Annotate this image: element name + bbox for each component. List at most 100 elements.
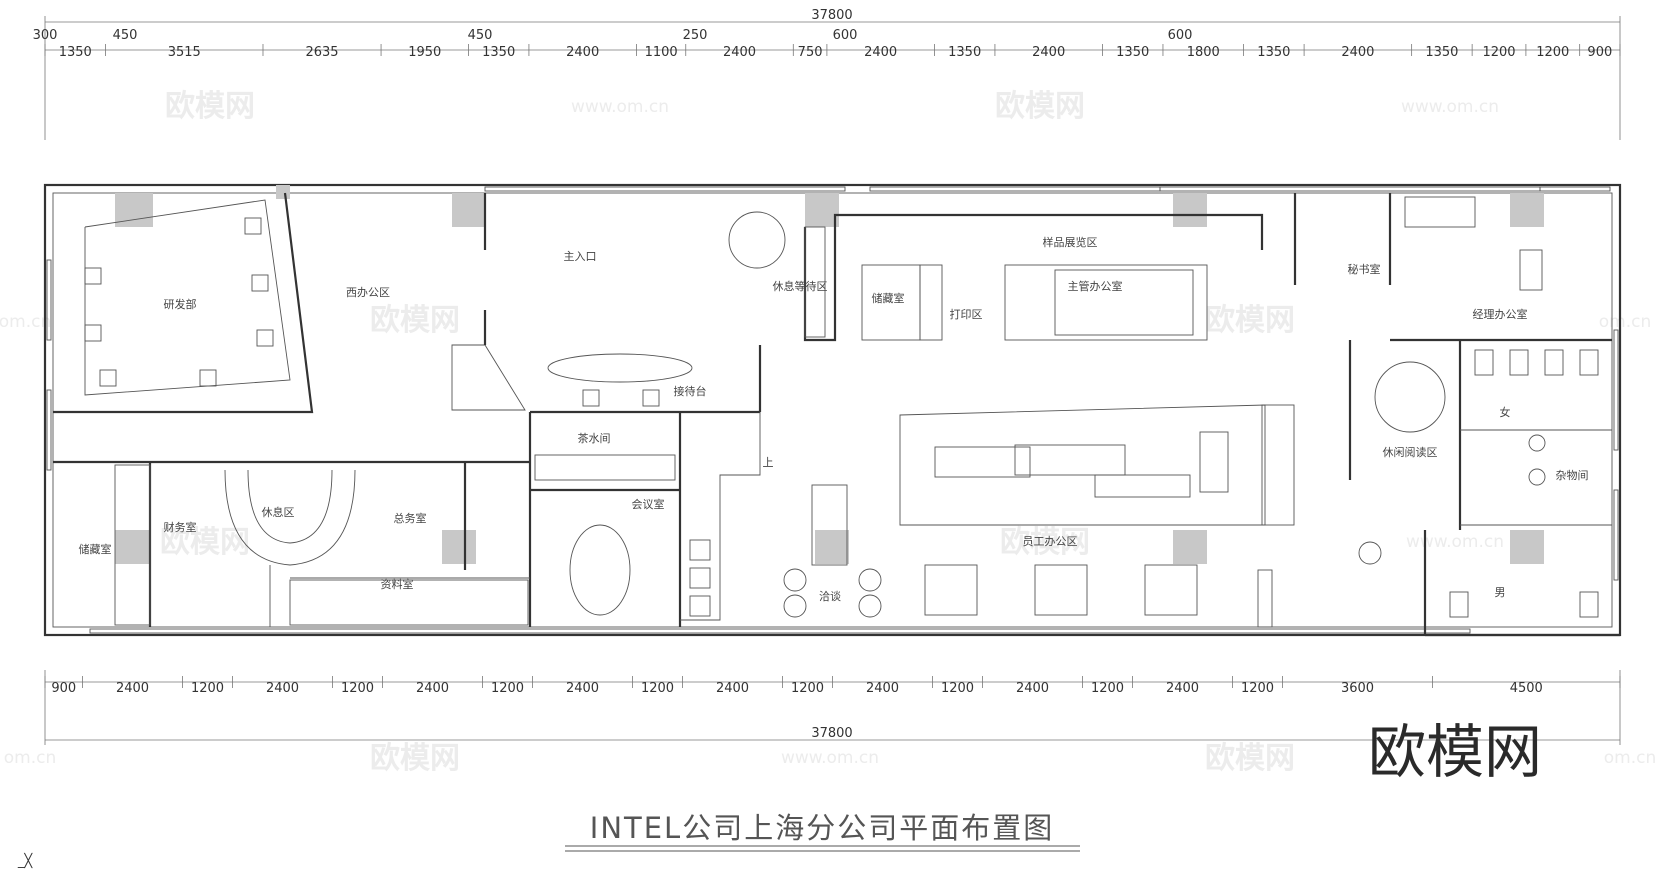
top-upper-dim-label: 250 xyxy=(683,28,708,43)
top-upper-dim-label: 450 xyxy=(468,28,493,43)
bottom-dim-label: 900 xyxy=(51,681,76,696)
top-dim-label: 2635 xyxy=(305,45,338,60)
room-label-entrance: 主入口 xyxy=(564,250,597,263)
watermark-6: 欧模网 xyxy=(1000,525,1090,560)
bottom-dim-label: 1200 xyxy=(791,681,824,696)
watermark-url-6: om.cn xyxy=(4,748,57,768)
bottom-dim-label: 1200 xyxy=(641,681,674,696)
top-dim-label: 1350 xyxy=(1257,45,1290,60)
watermark-5: 欧模网 xyxy=(160,525,250,560)
room-label-leisure: 休闲阅读区 xyxy=(1383,445,1438,459)
watermark-url-4: om.cn xyxy=(1599,312,1652,332)
bottom-dim-label: 1200 xyxy=(941,681,974,696)
bottom-dim-label: 2400 xyxy=(1016,681,1049,696)
top-dim-label: 1350 xyxy=(482,45,515,60)
drawing-title: INTEL公司上海分公司平面布置图 xyxy=(590,811,1054,845)
room-label-general: 总务室 xyxy=(394,511,427,525)
room-label-staff: 员工办公区 xyxy=(1023,535,1078,548)
top-upper-dimensions: 300 450 450 250 600 600 xyxy=(33,28,1193,43)
cursor-mark: _╳ xyxy=(17,852,34,869)
bottom-total-dimension: 37800 xyxy=(811,726,852,741)
watermark-8: 欧模网 xyxy=(1205,741,1295,776)
bottom-dim-label: 1200 xyxy=(491,681,524,696)
bottom-dim-label: 2400 xyxy=(716,681,749,696)
top-dim-label: 1350 xyxy=(1116,45,1149,60)
top-upper-dim-label: 450 xyxy=(113,28,138,43)
interior-walls xyxy=(53,192,1612,635)
room-label-female: 女 xyxy=(1500,405,1511,419)
watermark-url-5: www.om.cn xyxy=(1406,532,1504,552)
top-upper-dim-label: 300 xyxy=(33,28,58,43)
logo-text: 欧模网 xyxy=(1368,718,1542,786)
room-label-utility: 杂物间 xyxy=(1556,468,1589,482)
room-label-meeting: 会议室 xyxy=(632,497,665,511)
top-dim-label: 750 xyxy=(798,45,823,60)
room-label-rest: 休息区 xyxy=(262,505,295,519)
top-dimension-lines xyxy=(44,16,1621,140)
top-upper-dim-label: 600 xyxy=(1168,28,1193,43)
room-label-sample: 样品展览区 xyxy=(1043,235,1098,249)
top-dim-label: 3515 xyxy=(168,45,201,60)
stair-up-mark: 上 xyxy=(763,456,774,469)
bottom-dim-label: 3600 xyxy=(1341,681,1374,696)
watermark-7: 欧模网 xyxy=(370,741,460,776)
top-lower-dimensions: 1350 3515 2635 1950 1350 2400 1100 2400 750 2400 1… xyxy=(44,44,1621,60)
watermarks: 欧模网 www.om.cn 欧模网 www.om.cn om.cn 欧模网 欧模… xyxy=(0,89,1656,776)
bottom-dim-label: 1200 xyxy=(1091,681,1124,696)
bottom-dim-label: 4500 xyxy=(1510,681,1543,696)
bottom-dim-label: 1200 xyxy=(1241,681,1274,696)
top-upper-dim-label: 600 xyxy=(833,28,858,43)
watermark-url-2: www.om.cn xyxy=(1401,97,1499,117)
room-label-reception: 接待台 xyxy=(674,384,707,398)
room-label-storage-mid: 储藏室 xyxy=(872,291,905,305)
columns xyxy=(115,185,1544,564)
bottom-dim-label: 2400 xyxy=(416,681,449,696)
top-dim-label: 2400 xyxy=(864,45,897,60)
room-labels: 研发部 西办公区 主入口 休息等待区 储藏室 打印区 样品展览区 主管办公室 秘… xyxy=(79,235,1589,603)
room-label-waiting: 休息等待区 xyxy=(773,279,828,293)
bottom-dim-label: 1200 xyxy=(191,681,224,696)
bottom-dim-label: 2400 xyxy=(116,681,149,696)
watermark-url-1: www.om.cn xyxy=(571,97,669,117)
top-dim-label: 1350 xyxy=(59,45,92,60)
top-dim-label: 1950 xyxy=(408,45,441,60)
furniture xyxy=(84,196,1599,626)
watermark-url-3: om.cn xyxy=(0,312,51,332)
room-label-print: 打印区 xyxy=(950,307,983,321)
room-label-tea: 茶水间 xyxy=(578,432,611,445)
watermark-url-8: om.cn xyxy=(1604,748,1657,768)
top-dim-label: 1350 xyxy=(948,45,981,60)
bottom-dim-label: 1200 xyxy=(341,681,374,696)
room-label-rd: 研发部 xyxy=(164,297,197,311)
room-label-storage-west: 储藏室 xyxy=(79,542,112,556)
bottom-dim-label: 2400 xyxy=(566,681,599,696)
watermark-1: 欧模网 xyxy=(165,89,255,124)
outer-walls xyxy=(43,183,1622,637)
watermark-4: 欧模网 xyxy=(1205,303,1295,338)
top-dim-label: 2400 xyxy=(1341,45,1374,60)
room-label-secretary: 秘书室 xyxy=(1348,262,1381,276)
watermark-2: 欧模网 xyxy=(995,89,1085,124)
bottom-dim-label: 2400 xyxy=(1166,681,1199,696)
watermark-3: 欧模网 xyxy=(370,303,460,338)
room-label-archive: 资料室 xyxy=(381,577,414,591)
room-label-manager: 经理办公室 xyxy=(1473,307,1528,321)
room-label-supervisor: 主管办公室 xyxy=(1068,279,1123,293)
room-label-talk: 洽谈 xyxy=(819,590,841,603)
bottom-dimensions: 900 2400 1200 2400 1200 2400 1200 2400 1200 2400 1… xyxy=(44,676,1621,696)
top-dim-label: 1200 xyxy=(1536,45,1569,60)
room-label-west-office: 西办公区 xyxy=(346,286,390,299)
top-dim-label: 1100 xyxy=(645,45,678,60)
windows xyxy=(46,186,1619,634)
bottom-dim-label: 2400 xyxy=(266,681,299,696)
top-dim-label: 1800 xyxy=(1187,45,1220,60)
top-dim-label: 1200 xyxy=(1482,45,1515,60)
room-label-male: 男 xyxy=(1495,586,1506,599)
top-dim-label: 2400 xyxy=(566,45,599,60)
bottom-dim-label: 2400 xyxy=(866,681,899,696)
room-label-finance: 财务室 xyxy=(164,520,197,534)
top-dim-label: 2400 xyxy=(1032,45,1065,60)
watermark-url-7: www.om.cn xyxy=(781,748,879,768)
top-dim-label: 900 xyxy=(1587,45,1612,60)
